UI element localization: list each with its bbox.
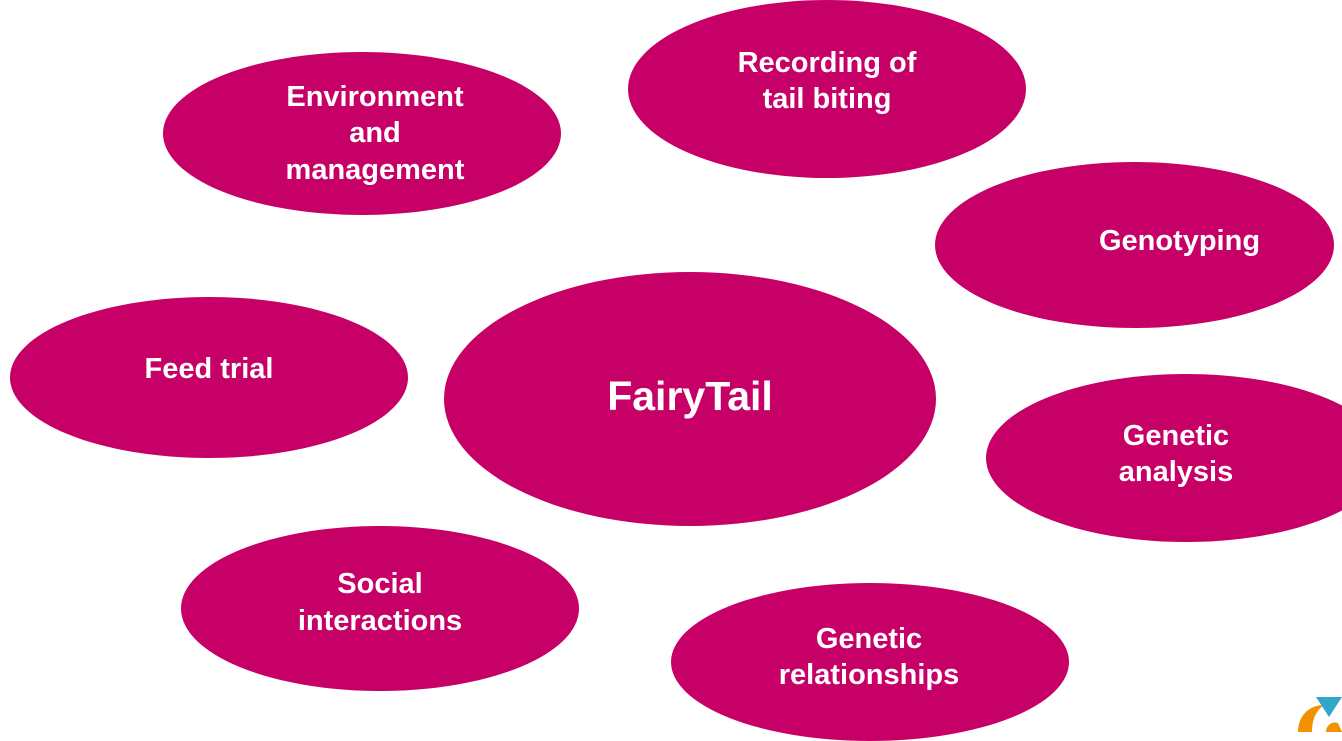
topic-genetic-analysis-label: Genetic analysis bbox=[1118, 419, 1234, 488]
topic-environment-bubble: Environment and management bbox=[163, 52, 561, 215]
topic-recording-bubble: Recording of tail biting bbox=[628, 0, 1026, 178]
organization-logo-icon bbox=[1298, 697, 1342, 732]
topic-genetic-relationships-label: Genetic relationships bbox=[778, 622, 960, 691]
center-topic-label: FairyTail bbox=[607, 373, 773, 420]
logo-orange-swirl bbox=[1326, 722, 1342, 732]
topic-social-bubble: Social interactions bbox=[181, 526, 579, 691]
topic-social-label: Social interactions bbox=[297, 568, 463, 637]
topic-environment-label: Environment and management bbox=[285, 81, 465, 186]
topic-feed-trial-label: Feed trial bbox=[144, 353, 274, 386]
topic-recording-label: Recording of tail biting bbox=[737, 46, 917, 115]
topic-genetic-relationships-bubble: Genetic relationships bbox=[671, 583, 1069, 741]
logo-orange-arc bbox=[1298, 705, 1324, 732]
topic-feed-trial-bubble: Feed trial bbox=[10, 297, 408, 458]
topic-genotyping-label: Genotyping bbox=[1098, 224, 1261, 257]
topic-genetic-analysis-bubble: Genetic analysis bbox=[986, 374, 1342, 542]
topic-genotyping-bubble: Genotyping bbox=[935, 162, 1334, 328]
logo-blue-triangle bbox=[1316, 697, 1342, 717]
center-topic-bubble: FairyTail bbox=[444, 272, 936, 526]
